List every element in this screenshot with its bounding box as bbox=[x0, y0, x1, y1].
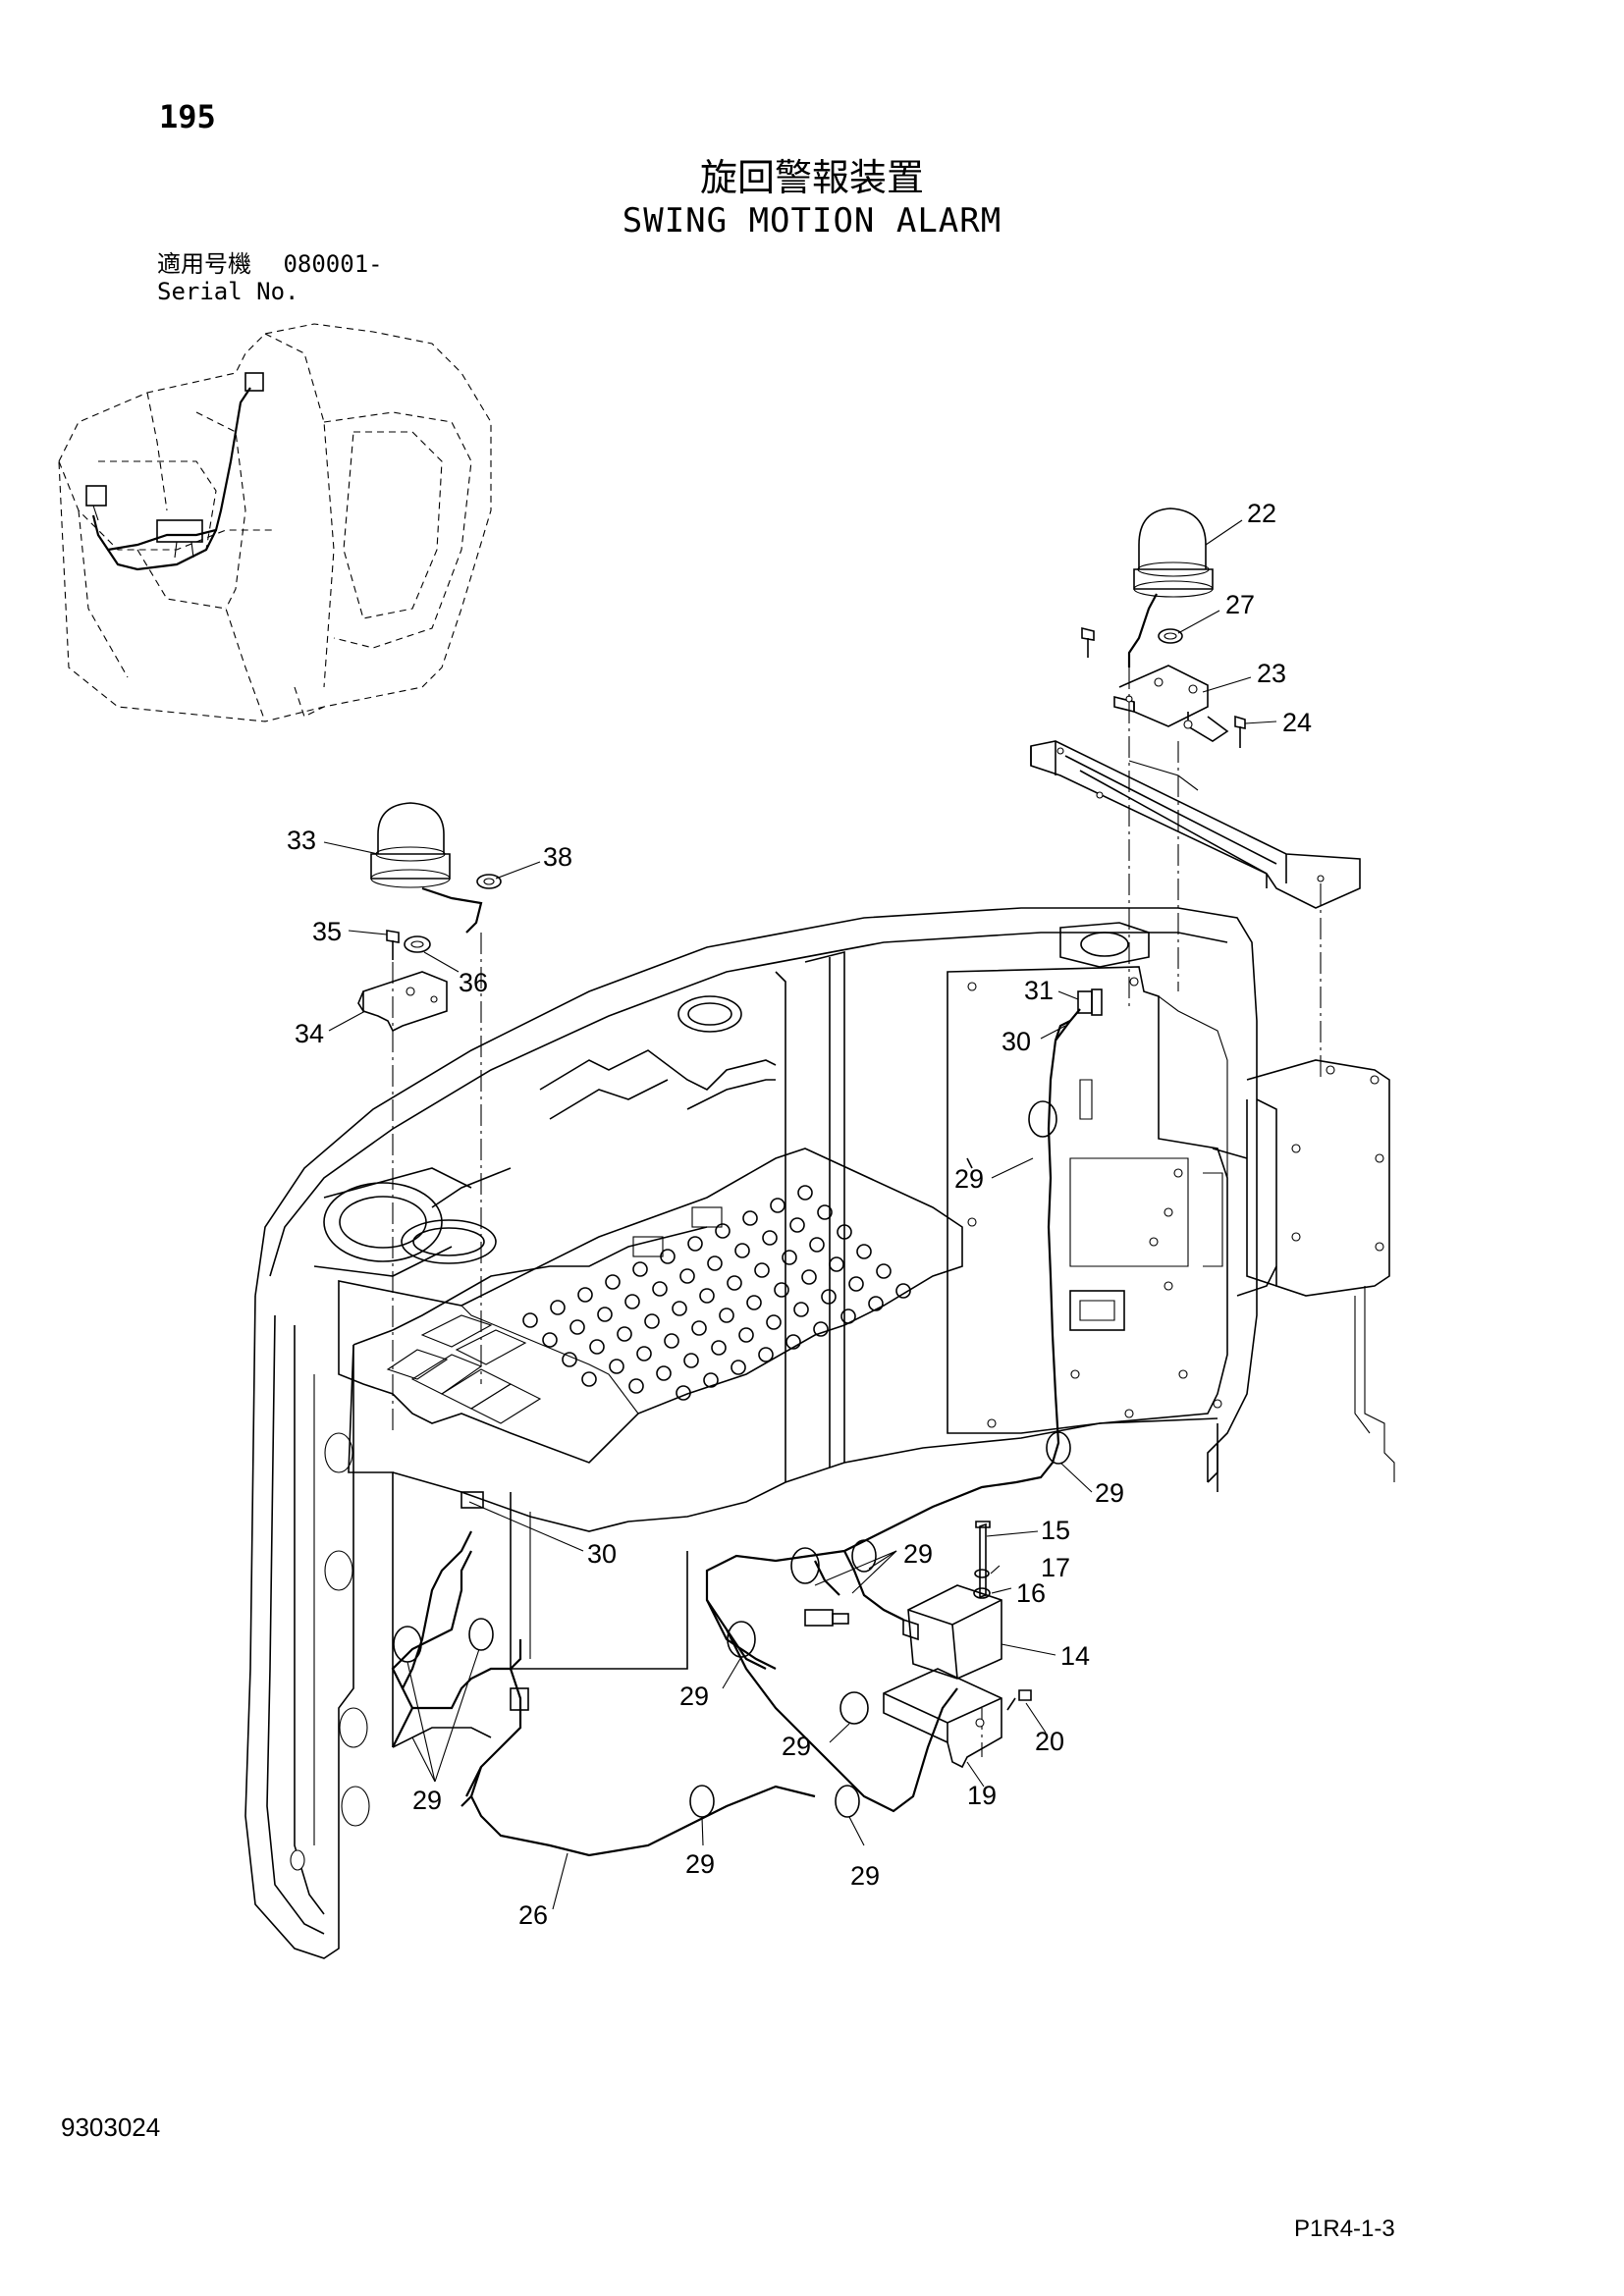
callout-30-lower: 30 bbox=[587, 1539, 617, 1569]
callout-numbers: 22 27 23 24 33 38 35 36 34 31 30 29 29 1… bbox=[287, 499, 1312, 1930]
washer-17 bbox=[974, 1569, 990, 1578]
washer-16 bbox=[973, 1587, 991, 1599]
perforated-floor-plate bbox=[338, 1148, 963, 1464]
alarm-buzzer-14 bbox=[907, 1584, 1002, 1680]
callout-26: 26 bbox=[518, 1900, 548, 1930]
beacon-33-lead bbox=[421, 886, 483, 934]
grommet-36 bbox=[404, 935, 431, 953]
bolt-15 bbox=[975, 1521, 991, 1599]
beacon-33 bbox=[370, 802, 451, 888]
page-number: 195 bbox=[159, 98, 216, 135]
bracket-19 bbox=[883, 1668, 1002, 1769]
bolt-near-27 bbox=[1081, 626, 1095, 658]
callout-29-mid: 29 bbox=[782, 1732, 811, 1761]
page-reference: P1R4-1-3 bbox=[1294, 2216, 1395, 2242]
callout-31: 31 bbox=[1024, 976, 1054, 1005]
grommet-38 bbox=[476, 874, 502, 889]
callout-16: 16 bbox=[1016, 1578, 1046, 1608]
drawing-number: 9303024 bbox=[61, 2112, 161, 2142]
mounting-rail bbox=[1030, 740, 1361, 909]
callout-14: 14 bbox=[1060, 1641, 1090, 1671]
callout-17: 17 bbox=[1041, 1553, 1070, 1582]
beacon-22 bbox=[1133, 507, 1214, 598]
callout-15: 15 bbox=[1041, 1516, 1070, 1545]
bolt-20 bbox=[1006, 1689, 1032, 1711]
callout-24: 24 bbox=[1282, 708, 1312, 737]
bracket-23 bbox=[1113, 665, 1229, 742]
bracket-34 bbox=[357, 971, 448, 1033]
title-japanese: 旋回警報装置 bbox=[699, 156, 924, 199]
slot-pattern bbox=[386, 1314, 542, 1424]
callout-27: 27 bbox=[1225, 590, 1255, 619]
callout-29-centre: 29 bbox=[903, 1539, 933, 1569]
callout-33: 33 bbox=[287, 826, 316, 855]
leader-lines bbox=[323, 519, 1277, 1910]
callout-35: 35 bbox=[312, 917, 342, 946]
callout-34: 34 bbox=[295, 1019, 324, 1048]
callout-20: 20 bbox=[1035, 1727, 1064, 1756]
callout-19: 19 bbox=[967, 1781, 997, 1810]
serial-value: 080001- bbox=[283, 250, 383, 278]
callout-36: 36 bbox=[459, 968, 488, 997]
callout-22: 22 bbox=[1247, 499, 1276, 528]
assembly-centre-lines bbox=[392, 667, 1322, 1757]
callout-29-bottom-right: 29 bbox=[850, 1861, 880, 1891]
beacon-22-lead bbox=[1127, 593, 1158, 667]
serial-label-jp: 適用号機 bbox=[157, 250, 251, 278]
serial-block: 適用号機 080001- Serial No. bbox=[157, 250, 383, 305]
cab-floor-assembly bbox=[244, 907, 1277, 1959]
bolt-35 bbox=[386, 930, 400, 960]
location-key-view bbox=[58, 323, 492, 722]
serial-label-en: Serial No. bbox=[157, 278, 299, 305]
bolt-24 bbox=[1234, 715, 1246, 748]
callout-29-right: 29 bbox=[1095, 1478, 1124, 1508]
callout-29-mid-left: 29 bbox=[679, 1682, 709, 1711]
perforation-holes bbox=[522, 1185, 911, 1401]
side-electrical-panel bbox=[947, 966, 1395, 1482]
callout-23: 23 bbox=[1257, 659, 1286, 688]
callout-38: 38 bbox=[543, 842, 572, 872]
callout-29-bottom-left: 29 bbox=[685, 1849, 715, 1879]
callout-29-left: 29 bbox=[412, 1786, 442, 1815]
callout-30-upper: 30 bbox=[1001, 1027, 1031, 1056]
callout-29-upper: 29 bbox=[954, 1164, 984, 1194]
harness-26 bbox=[391, 988, 1103, 1857]
grommet-27 bbox=[1158, 628, 1183, 644]
title-english: SWING MOTION ALARM bbox=[622, 201, 1002, 240]
